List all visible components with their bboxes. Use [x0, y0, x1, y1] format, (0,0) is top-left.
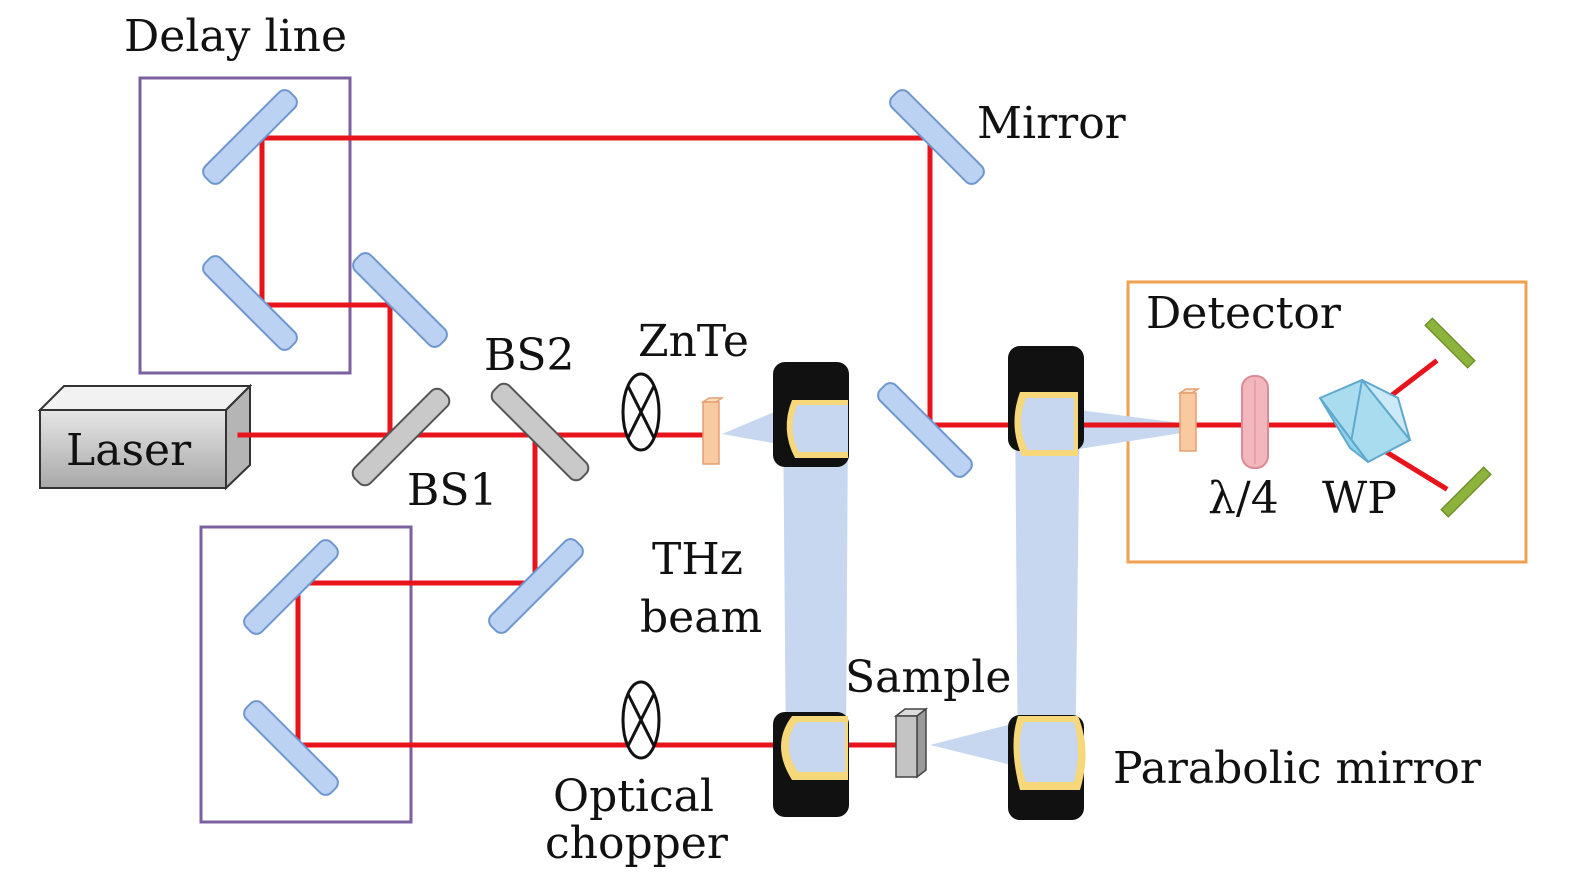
label-laser: Laser [66, 425, 192, 476]
label-wp: WP [1322, 473, 1397, 524]
parabolic-mirror-upper-left [773, 362, 849, 467]
label-delay-line: Delay line [124, 11, 347, 62]
label-quarter-wave: λ/4 [1208, 473, 1279, 524]
chopper-icon-lower [621, 680, 661, 760]
wollaston-prism [1318, 378, 1412, 464]
label-optical-line2: chopper [545, 818, 729, 869]
label-bs1: BS1 [407, 465, 497, 516]
label-bs2: BS2 [484, 330, 574, 381]
znte-crystal [700, 397, 725, 465]
delay-line-box-upper [138, 76, 352, 375]
parabolic-mirror-upper-right [1008, 346, 1084, 456]
znte-detector-crystal [1177, 388, 1201, 452]
label-sample: Sample [845, 652, 1011, 703]
parabolic-mirror-lower-right [1008, 715, 1086, 820]
mirror-delay-top [202, 89, 298, 185]
photodiode-lower [1440, 466, 1492, 518]
label-thz-line2: beam [640, 592, 762, 643]
label-mirror: Mirror [977, 98, 1127, 149]
mirror-top-right [889, 89, 985, 185]
photodiode-upper [1424, 317, 1476, 369]
label-optical-line1: Optical [553, 771, 714, 822]
label-znte: ZnTe [638, 316, 749, 367]
beam-splitter-bs2 [490, 382, 590, 482]
mirror-delay-right [352, 252, 448, 348]
label-detector: Detector [1146, 288, 1342, 339]
mirror-center [877, 382, 973, 478]
mirror-lower-delay-bottom [243, 700, 339, 796]
parabolic-mirror-lower-left [773, 712, 849, 817]
label-parabolic-mirror: Parabolic mirror [1113, 743, 1482, 794]
sample [893, 707, 929, 779]
mirror-lower-delay-top [243, 539, 339, 635]
mirror-delay-middle [202, 255, 298, 351]
quarter-wave-plate [1241, 375, 1269, 469]
label-thz-line1: THz [652, 534, 743, 585]
delay-line-box-lower [199, 525, 413, 824]
beam-splitter-bs1 [351, 387, 451, 487]
mirror-lower-right [488, 538, 584, 634]
laser-source [37, 383, 253, 491]
chopper-icon-upper [621, 372, 661, 452]
